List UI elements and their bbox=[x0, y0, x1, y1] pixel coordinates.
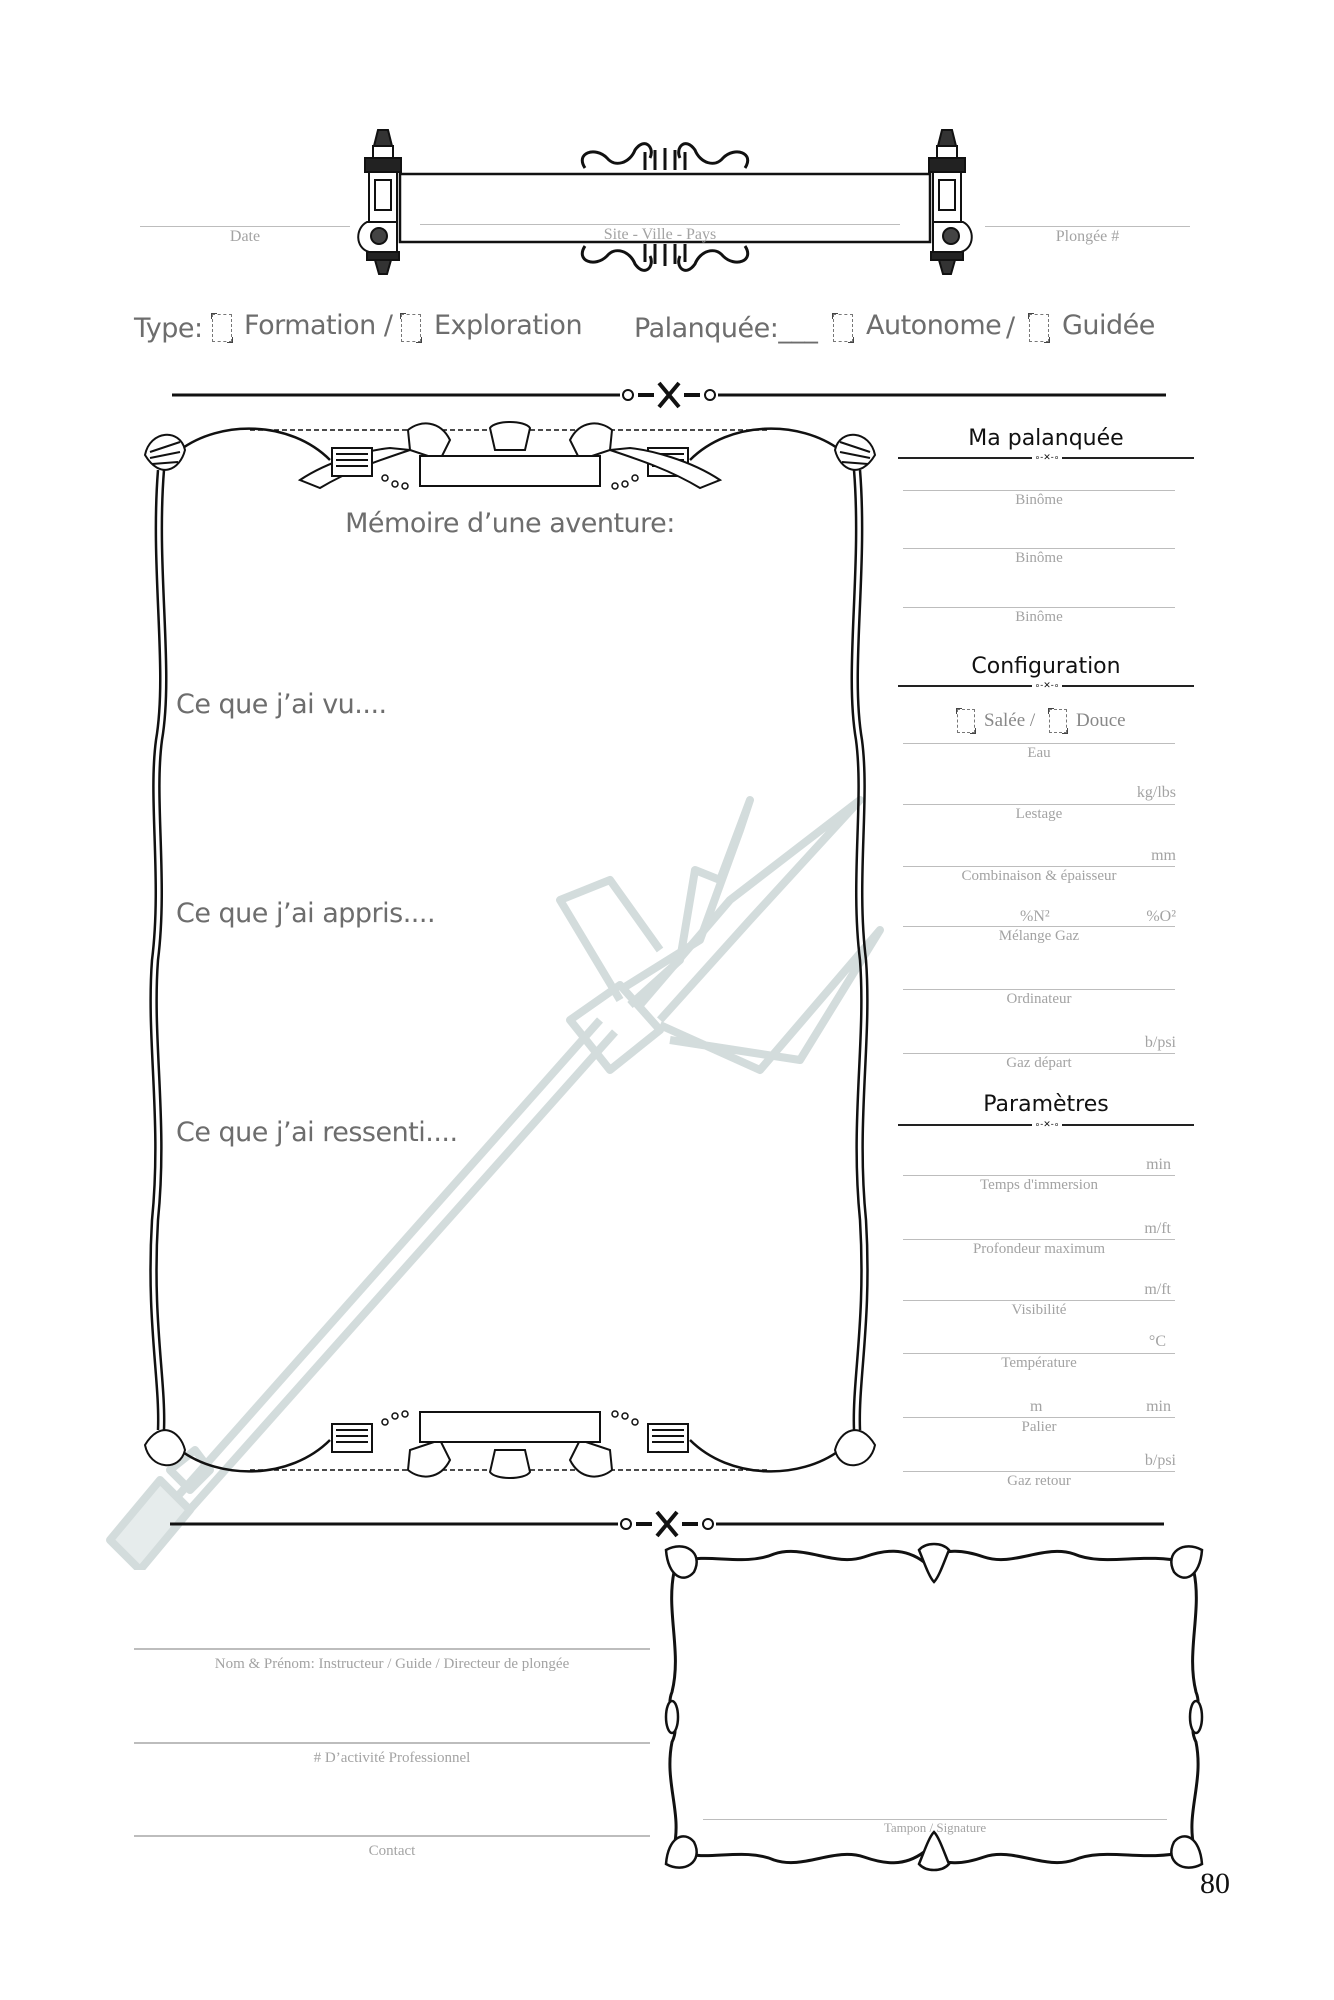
melange-gaz-line[interactable] bbox=[903, 926, 1175, 927]
slash-separator: / bbox=[1006, 312, 1015, 343]
ornamental-divider-top bbox=[172, 381, 1166, 409]
salee-label: Salée / bbox=[984, 710, 1036, 731]
configuration-title: Configuration bbox=[971, 654, 1121, 679]
ma-palanquee-title: Ma palanquée bbox=[968, 426, 1124, 451]
trident-watermark bbox=[106, 796, 884, 1570]
temperature-unit: °C bbox=[1148, 1333, 1166, 1350]
guidee-label: Guidée bbox=[1062, 310, 1155, 341]
gaz-retour-label: Gaz retour bbox=[1007, 1473, 1071, 1489]
memoir-ornate-frame bbox=[143, 421, 877, 1479]
section-rule-ornament: ∘-✕-∘ bbox=[1032, 680, 1062, 690]
douce-checkbox[interactable] bbox=[1048, 708, 1068, 734]
temperature-line[interactable] bbox=[903, 1353, 1175, 1354]
binome-2-label: Binôme bbox=[1015, 550, 1063, 566]
stamp-signature-line[interactable] bbox=[703, 1819, 1167, 1820]
eau-line[interactable] bbox=[903, 743, 1175, 744]
palanquee-label[interactable]: Palanquée:___ bbox=[634, 313, 818, 344]
profondeur-line[interactable] bbox=[903, 1239, 1175, 1240]
binome-1-label: Binôme bbox=[1015, 492, 1063, 508]
contact-label: Contact bbox=[368, 1843, 416, 1859]
combinaison-unit: mm bbox=[1151, 847, 1176, 864]
temps-immersion-label: Temps d'immersion bbox=[980, 1177, 1098, 1193]
stamp-area[interactable] bbox=[690, 1580, 1180, 1810]
visibilite-unit: m/ft bbox=[1144, 1281, 1171, 1298]
douce-label: Douce bbox=[1076, 710, 1126, 731]
ordinateur-line[interactable] bbox=[903, 989, 1175, 990]
memoir-writing-area[interactable] bbox=[170, 560, 850, 1430]
prompt-felt: Ce que j’ai ressenti.... bbox=[176, 1117, 458, 1148]
gaz-depart-unit: b/psi bbox=[1144, 1034, 1176, 1051]
site-label: Site - Ville - Pays bbox=[603, 226, 717, 243]
site-line[interactable] bbox=[420, 224, 900, 225]
temps-unit: min bbox=[1146, 1156, 1171, 1173]
palier-m-unit: m bbox=[1030, 1398, 1043, 1415]
ordinateur-label: Ordinateur bbox=[1006, 991, 1072, 1007]
palier-line[interactable] bbox=[903, 1417, 1175, 1418]
guidee-checkbox[interactable] bbox=[1028, 313, 1050, 343]
temps-immersion-line[interactable] bbox=[903, 1175, 1175, 1176]
binome-2-line[interactable] bbox=[903, 548, 1175, 549]
prompt-learned: Ce que j’ai appris.... bbox=[176, 898, 436, 929]
combinaison-label: Combinaison & épaisseur bbox=[961, 868, 1117, 884]
ornamental-divider-bottom bbox=[170, 1510, 1164, 1538]
gaz-depart-line[interactable] bbox=[903, 1053, 1175, 1054]
date-label: Date bbox=[229, 228, 261, 245]
lestage-label: Lestage bbox=[1015, 806, 1063, 822]
page-number: 80 bbox=[1200, 1867, 1230, 1900]
section-rule-ornament: ∘-✕-∘ bbox=[1032, 452, 1062, 462]
type-label: Type: bbox=[134, 313, 203, 344]
site-banner-frame bbox=[357, 129, 973, 275]
melange-n2-unit: %N² bbox=[1020, 908, 1050, 925]
formation-checkbox[interactable] bbox=[211, 313, 233, 343]
instructor-name-label: Nom & Prénom: Instructeur / Guide / Dire… bbox=[214, 1656, 570, 1672]
temperature-label: Température bbox=[1001, 1355, 1077, 1371]
binome-1-line[interactable] bbox=[903, 490, 1175, 491]
eau-label: Eau bbox=[1027, 745, 1051, 761]
date-line[interactable] bbox=[140, 226, 350, 227]
instructor-name-line[interactable] bbox=[134, 1648, 650, 1650]
gaz-retour-unit: b/psi bbox=[1144, 1452, 1176, 1469]
formation-label: Formation / bbox=[244, 310, 393, 341]
visibilite-label: Visibilité bbox=[1011, 1302, 1067, 1318]
binome-3-label: Binôme bbox=[1015, 609, 1063, 625]
salee-checkbox[interactable] bbox=[956, 708, 976, 734]
gaz-retour-line[interactable] bbox=[903, 1471, 1175, 1472]
binome-3-line[interactable] bbox=[903, 607, 1175, 608]
stamp-ornate-frame bbox=[664, 1542, 1204, 1872]
activity-number-label: # D’activité Professionnel bbox=[313, 1750, 471, 1766]
section-rule-ornament: ∘-✕-∘ bbox=[1032, 1119, 1062, 1129]
gaz-depart-label: Gaz départ bbox=[1006, 1055, 1072, 1071]
visibilite-line[interactable] bbox=[903, 1300, 1175, 1301]
lestage-line[interactable] bbox=[903, 804, 1175, 805]
stamp-signature-label: Tampon / Signature bbox=[883, 1820, 987, 1835]
combinaison-line[interactable] bbox=[903, 866, 1175, 867]
memoir-title: Mémoire d’une aventure: bbox=[345, 508, 675, 539]
profondeur-unit: m/ft bbox=[1144, 1220, 1171, 1237]
contact-line[interactable] bbox=[134, 1835, 650, 1837]
exploration-label: Exploration bbox=[434, 310, 583, 341]
activity-number-line[interactable] bbox=[134, 1742, 650, 1744]
parametres-title: Paramètres bbox=[983, 1092, 1109, 1117]
melange-o2-unit: %O² bbox=[1146, 908, 1176, 925]
exploration-checkbox[interactable] bbox=[400, 313, 422, 343]
profondeur-label: Profondeur maximum bbox=[972, 1241, 1106, 1257]
palier-label: Palier bbox=[1021, 1419, 1057, 1435]
autonome-checkbox[interactable] bbox=[832, 313, 854, 343]
lestage-unit: kg/lbs bbox=[1136, 784, 1176, 801]
palier-min-unit: min bbox=[1146, 1398, 1171, 1415]
dive-number-line[interactable] bbox=[985, 226, 1190, 227]
prompt-seen: Ce que j’ai vu.... bbox=[176, 689, 387, 720]
autonome-label: Autonome bbox=[866, 310, 1002, 341]
dive-number-label: Plongée # bbox=[1055, 228, 1120, 245]
melange-gaz-label: Mélange Gaz bbox=[998, 928, 1080, 944]
